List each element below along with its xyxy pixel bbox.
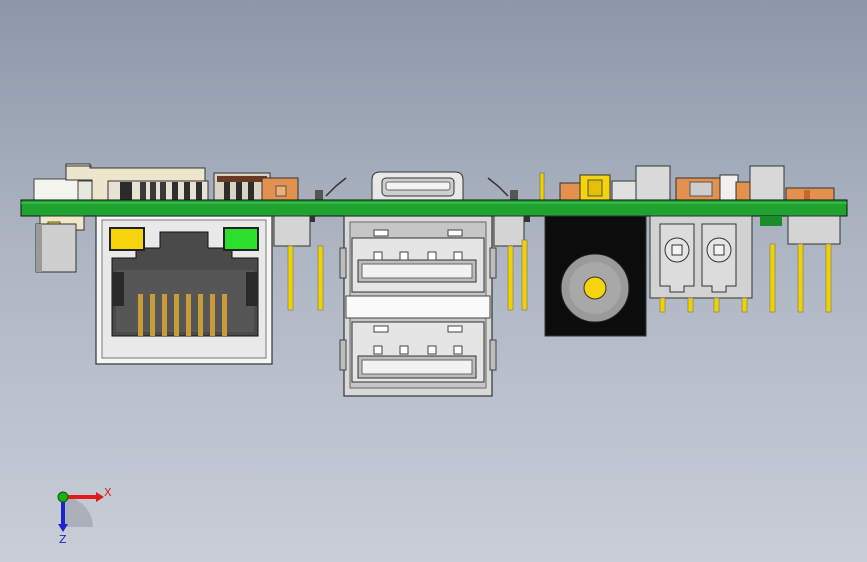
x-axis-label: X	[104, 486, 112, 499]
rj45-led-yellow	[109, 227, 145, 251]
y-axis-dot	[57, 491, 69, 503]
yellow-capacitor	[579, 174, 611, 202]
usb-a-port-top	[351, 229, 485, 293]
dc-barrel-jack	[544, 215, 647, 337]
coordinate-triad: X Z	[57, 486, 112, 546]
terminal-block	[649, 215, 753, 313]
usb-a-port-bottom	[351, 321, 485, 383]
pcb-board	[20, 199, 848, 217]
rj45-ethernet-jack	[95, 215, 273, 365]
z-axis-label: Z	[59, 533, 67, 546]
top-components	[33, 163, 835, 202]
rj45-contacts	[138, 294, 227, 336]
trimmer-left	[659, 223, 695, 293]
pin-headers	[273, 215, 841, 313]
rj45-led-green	[223, 227, 259, 251]
resistor-array	[107, 180, 209, 202]
left-header	[35, 223, 77, 273]
micro-usb-connector	[371, 171, 464, 202]
trimmer-right	[701, 223, 737, 293]
usb-a-double-stack	[339, 215, 497, 397]
